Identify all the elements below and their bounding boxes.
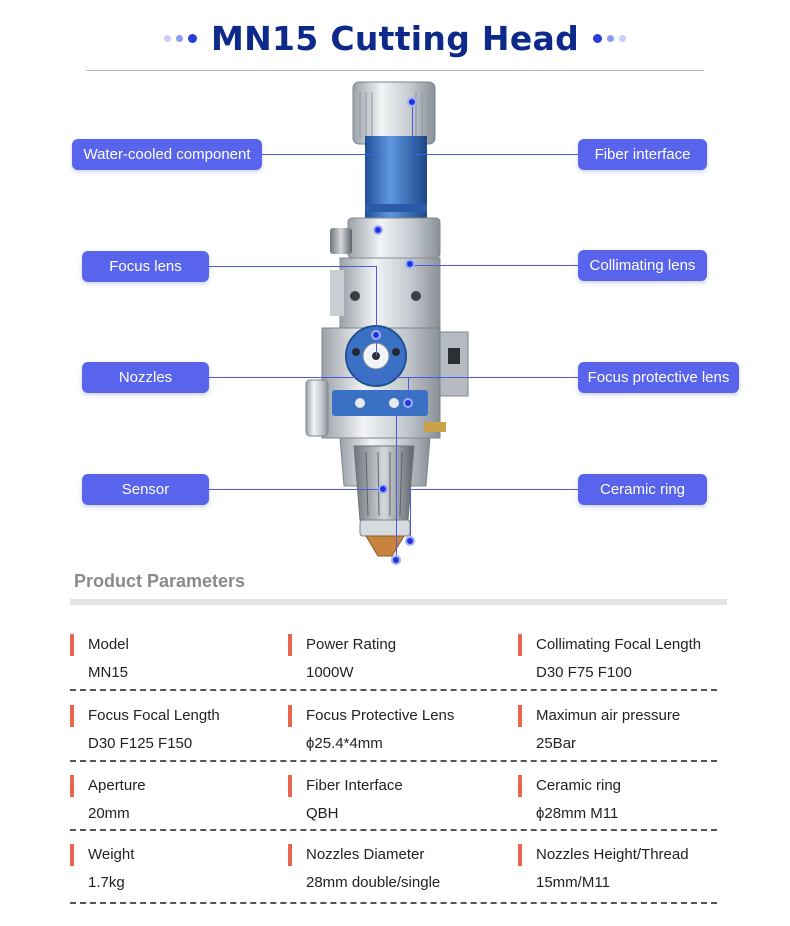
label-focus-protective-lens: Focus protective lens xyxy=(578,362,739,393)
marker-fiber-interface xyxy=(407,97,417,107)
parameter-cell: Maximun air pressure 25Bar xyxy=(518,701,738,771)
label-ceramic-ring: Ceramic ring xyxy=(578,474,707,505)
row-divider xyxy=(70,829,717,831)
parameter-value: D30 F125 F150 xyxy=(88,735,193,752)
parameter-accent-bar xyxy=(70,634,74,656)
label-water-cooled-component: Water-cooled component xyxy=(72,139,262,170)
parameter-label: Aperture xyxy=(88,777,146,794)
parameter-label: Nozzles Height/Thread xyxy=(536,846,689,863)
marker-focus-lens xyxy=(371,330,381,340)
label-focus-lens: Focus lens xyxy=(82,251,209,282)
parameter-label: Nozzles Diameter xyxy=(306,846,425,863)
parameter-value: ϕ25.4*4mm xyxy=(306,735,383,752)
parameter-value: QBH xyxy=(306,805,339,822)
parameter-accent-bar xyxy=(288,705,292,727)
parameter-accent-bar xyxy=(288,634,292,656)
marker-nozzles xyxy=(391,555,401,565)
marker-ceramic-ring xyxy=(405,536,415,546)
parameter-cell: Aperture 20mm xyxy=(70,771,290,841)
parameter-value: 1.7kg xyxy=(88,874,125,891)
parameter-accent-bar xyxy=(518,634,522,656)
parameter-label: Power Rating xyxy=(306,636,397,653)
parameter-label: Focus Protective Lens xyxy=(306,707,455,724)
parameter-label: Model xyxy=(88,636,129,653)
parameter-label: Maximun air pressure xyxy=(536,707,681,724)
parameter-cell: Nozzles Height/Thread 15mm/M11 xyxy=(518,840,738,910)
parameter-value: 28mm double/single xyxy=(306,874,441,891)
parameter-accent-bar xyxy=(288,844,292,866)
marker-sensor xyxy=(378,484,388,494)
label-collimating-lens: Collimating lens xyxy=(578,250,707,281)
section-title-underline xyxy=(70,599,727,605)
parameter-cell: Nozzles Diameter 28mm double/single xyxy=(288,840,508,910)
product-diagram: Water-cooled component Focus lens Nozzle… xyxy=(0,74,790,574)
parameter-cell: Ceramic ring ϕ28mm M11 xyxy=(518,771,738,841)
parameter-accent-bar xyxy=(518,775,522,797)
title-divider xyxy=(86,70,704,71)
parameter-value: D30 F75 F100 xyxy=(536,664,632,681)
parameter-row: Weight 1.7kg Nozzles Diameter 28mm double/s… xyxy=(70,840,717,910)
parameter-value: 25Bar xyxy=(536,735,577,752)
parameter-label: Fiber Interface xyxy=(306,777,403,794)
parameter-value: 15mm/M11 xyxy=(536,874,610,891)
parameter-accent-bar xyxy=(518,705,522,727)
label-fiber-interface: Fiber interface xyxy=(578,139,707,170)
page-header: MN15 Cutting Head xyxy=(0,12,790,64)
parameter-value: 1000W xyxy=(306,664,354,681)
parameter-label: Ceramic ring xyxy=(536,777,622,794)
parameter-label: Collimating Focal Length xyxy=(536,636,702,653)
title-dots-left xyxy=(163,33,197,43)
marker-focus-protective-lens xyxy=(403,398,413,408)
title-dots-right xyxy=(593,33,627,43)
marker-water-cooled xyxy=(373,225,383,235)
parameter-accent-bar xyxy=(70,844,74,866)
row-divider xyxy=(70,689,717,691)
parameter-accent-bar xyxy=(518,844,522,866)
label-sensor: Sensor xyxy=(82,474,209,505)
parameter-cell: Focus Protective Lens ϕ25.4*4mm xyxy=(288,701,508,771)
parameter-label: Focus Focal Length xyxy=(88,707,220,724)
page-title: MN15 Cutting Head xyxy=(210,18,580,58)
parameter-value: MN15 xyxy=(88,664,129,681)
parameter-accent-bar xyxy=(70,705,74,727)
parameter-cell: Weight 1.7kg xyxy=(70,840,290,910)
parameter-value: ϕ28mm M11 xyxy=(536,805,619,822)
marker-collimating-lens xyxy=(405,259,415,269)
cutting-head-illustration xyxy=(305,81,469,557)
parameter-value: 20mm xyxy=(88,805,130,822)
parameter-label: Weight xyxy=(88,846,135,863)
parameter-accent-bar xyxy=(288,775,292,797)
label-nozzles: Nozzles xyxy=(82,362,209,393)
row-divider xyxy=(70,760,717,762)
parameter-cell: Power Rating 1000W xyxy=(288,630,508,700)
section-title: Product Parameters xyxy=(74,571,246,591)
parameter-accent-bar xyxy=(70,775,74,797)
row-divider xyxy=(70,902,717,904)
